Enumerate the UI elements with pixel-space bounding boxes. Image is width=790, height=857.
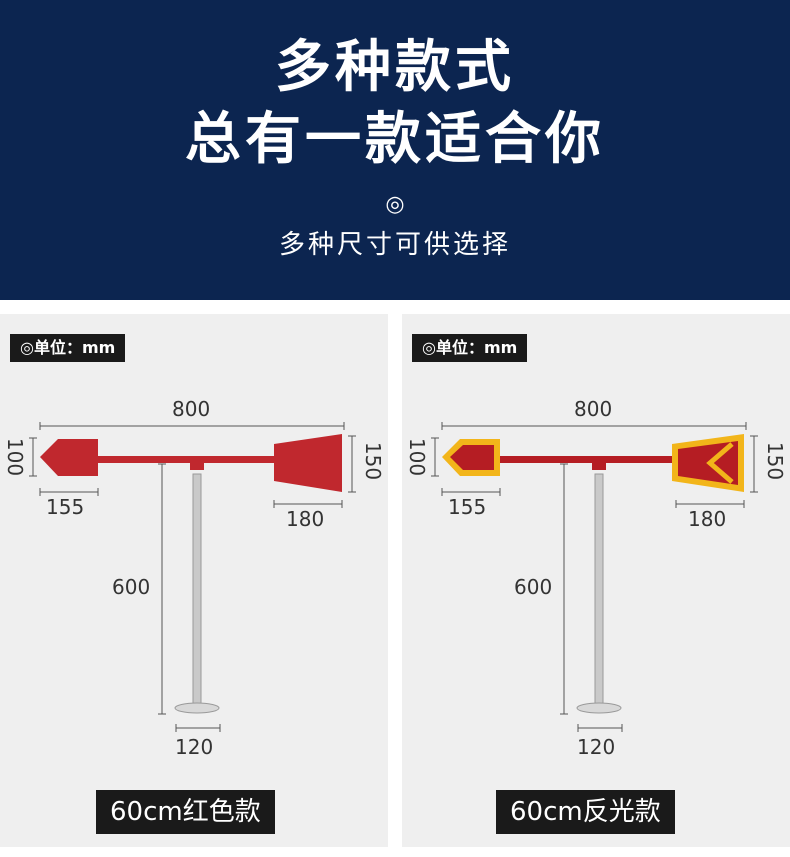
left-arrow-flag: [40, 439, 98, 476]
crossbar-joint: [190, 460, 204, 470]
dim-right-height: 150: [361, 441, 386, 481]
product-diagram-reflective: [431, 422, 758, 732]
product-name-badge: 60cm红色款: [96, 790, 275, 834]
dim-width: 800: [574, 397, 613, 421]
dimension-lines: [29, 422, 356, 732]
bullseye-icon: ◎: [385, 192, 405, 217]
chevron-reflector: [706, 442, 734, 484]
subtitle: 多种尺寸可供选择: [278, 230, 511, 260]
page-title-line2: 总有一款适合你: [185, 107, 605, 172]
dim-base: 120: [577, 735, 616, 759]
dim-right-height: 150: [763, 441, 788, 481]
dim-right-length: 180: [286, 507, 325, 531]
product-diagram-red: [29, 422, 356, 732]
dim-left-height: 100: [3, 437, 28, 477]
crossbar-joint: [592, 460, 606, 470]
dim-left-height: 100: [405, 437, 430, 477]
page-title-line1: 多种款式: [275, 35, 515, 100]
dim-width: 800: [172, 397, 211, 421]
base-plate: [174, 702, 220, 714]
product-name-badge: 60cm反光款: [496, 790, 675, 834]
crossbar: [462, 456, 732, 463]
base-plate: [576, 702, 622, 714]
right-tail-flag: [274, 434, 342, 492]
dim-right-length: 180: [688, 507, 727, 531]
crossbar: [60, 456, 330, 463]
pole: [594, 473, 604, 707]
dim-left-length: 155: [448, 495, 487, 519]
dim-pole-height: 600: [112, 575, 151, 599]
dimension-lines: [431, 422, 758, 732]
dim-left-length: 155: [46, 495, 85, 519]
pole: [192, 473, 202, 707]
product-panel-red: ◎单位：mm 800 100 155 150 180 600 120 60cm红…: [0, 314, 388, 847]
dim-base: 120: [175, 735, 214, 759]
dim-pole-height: 600: [514, 575, 553, 599]
header-banner: 多种款式 总有一款适合你 ◎ 多种尺寸可供选择: [0, 0, 790, 300]
product-panel-reflective: ◎单位：mm 800 100 155 150 180 600 120 60cm反…: [402, 314, 790, 847]
unit-label: ◎单位：mm: [10, 334, 126, 362]
unit-label: ◎单位：mm: [412, 334, 528, 362]
left-arrow-flag: [450, 445, 494, 470]
